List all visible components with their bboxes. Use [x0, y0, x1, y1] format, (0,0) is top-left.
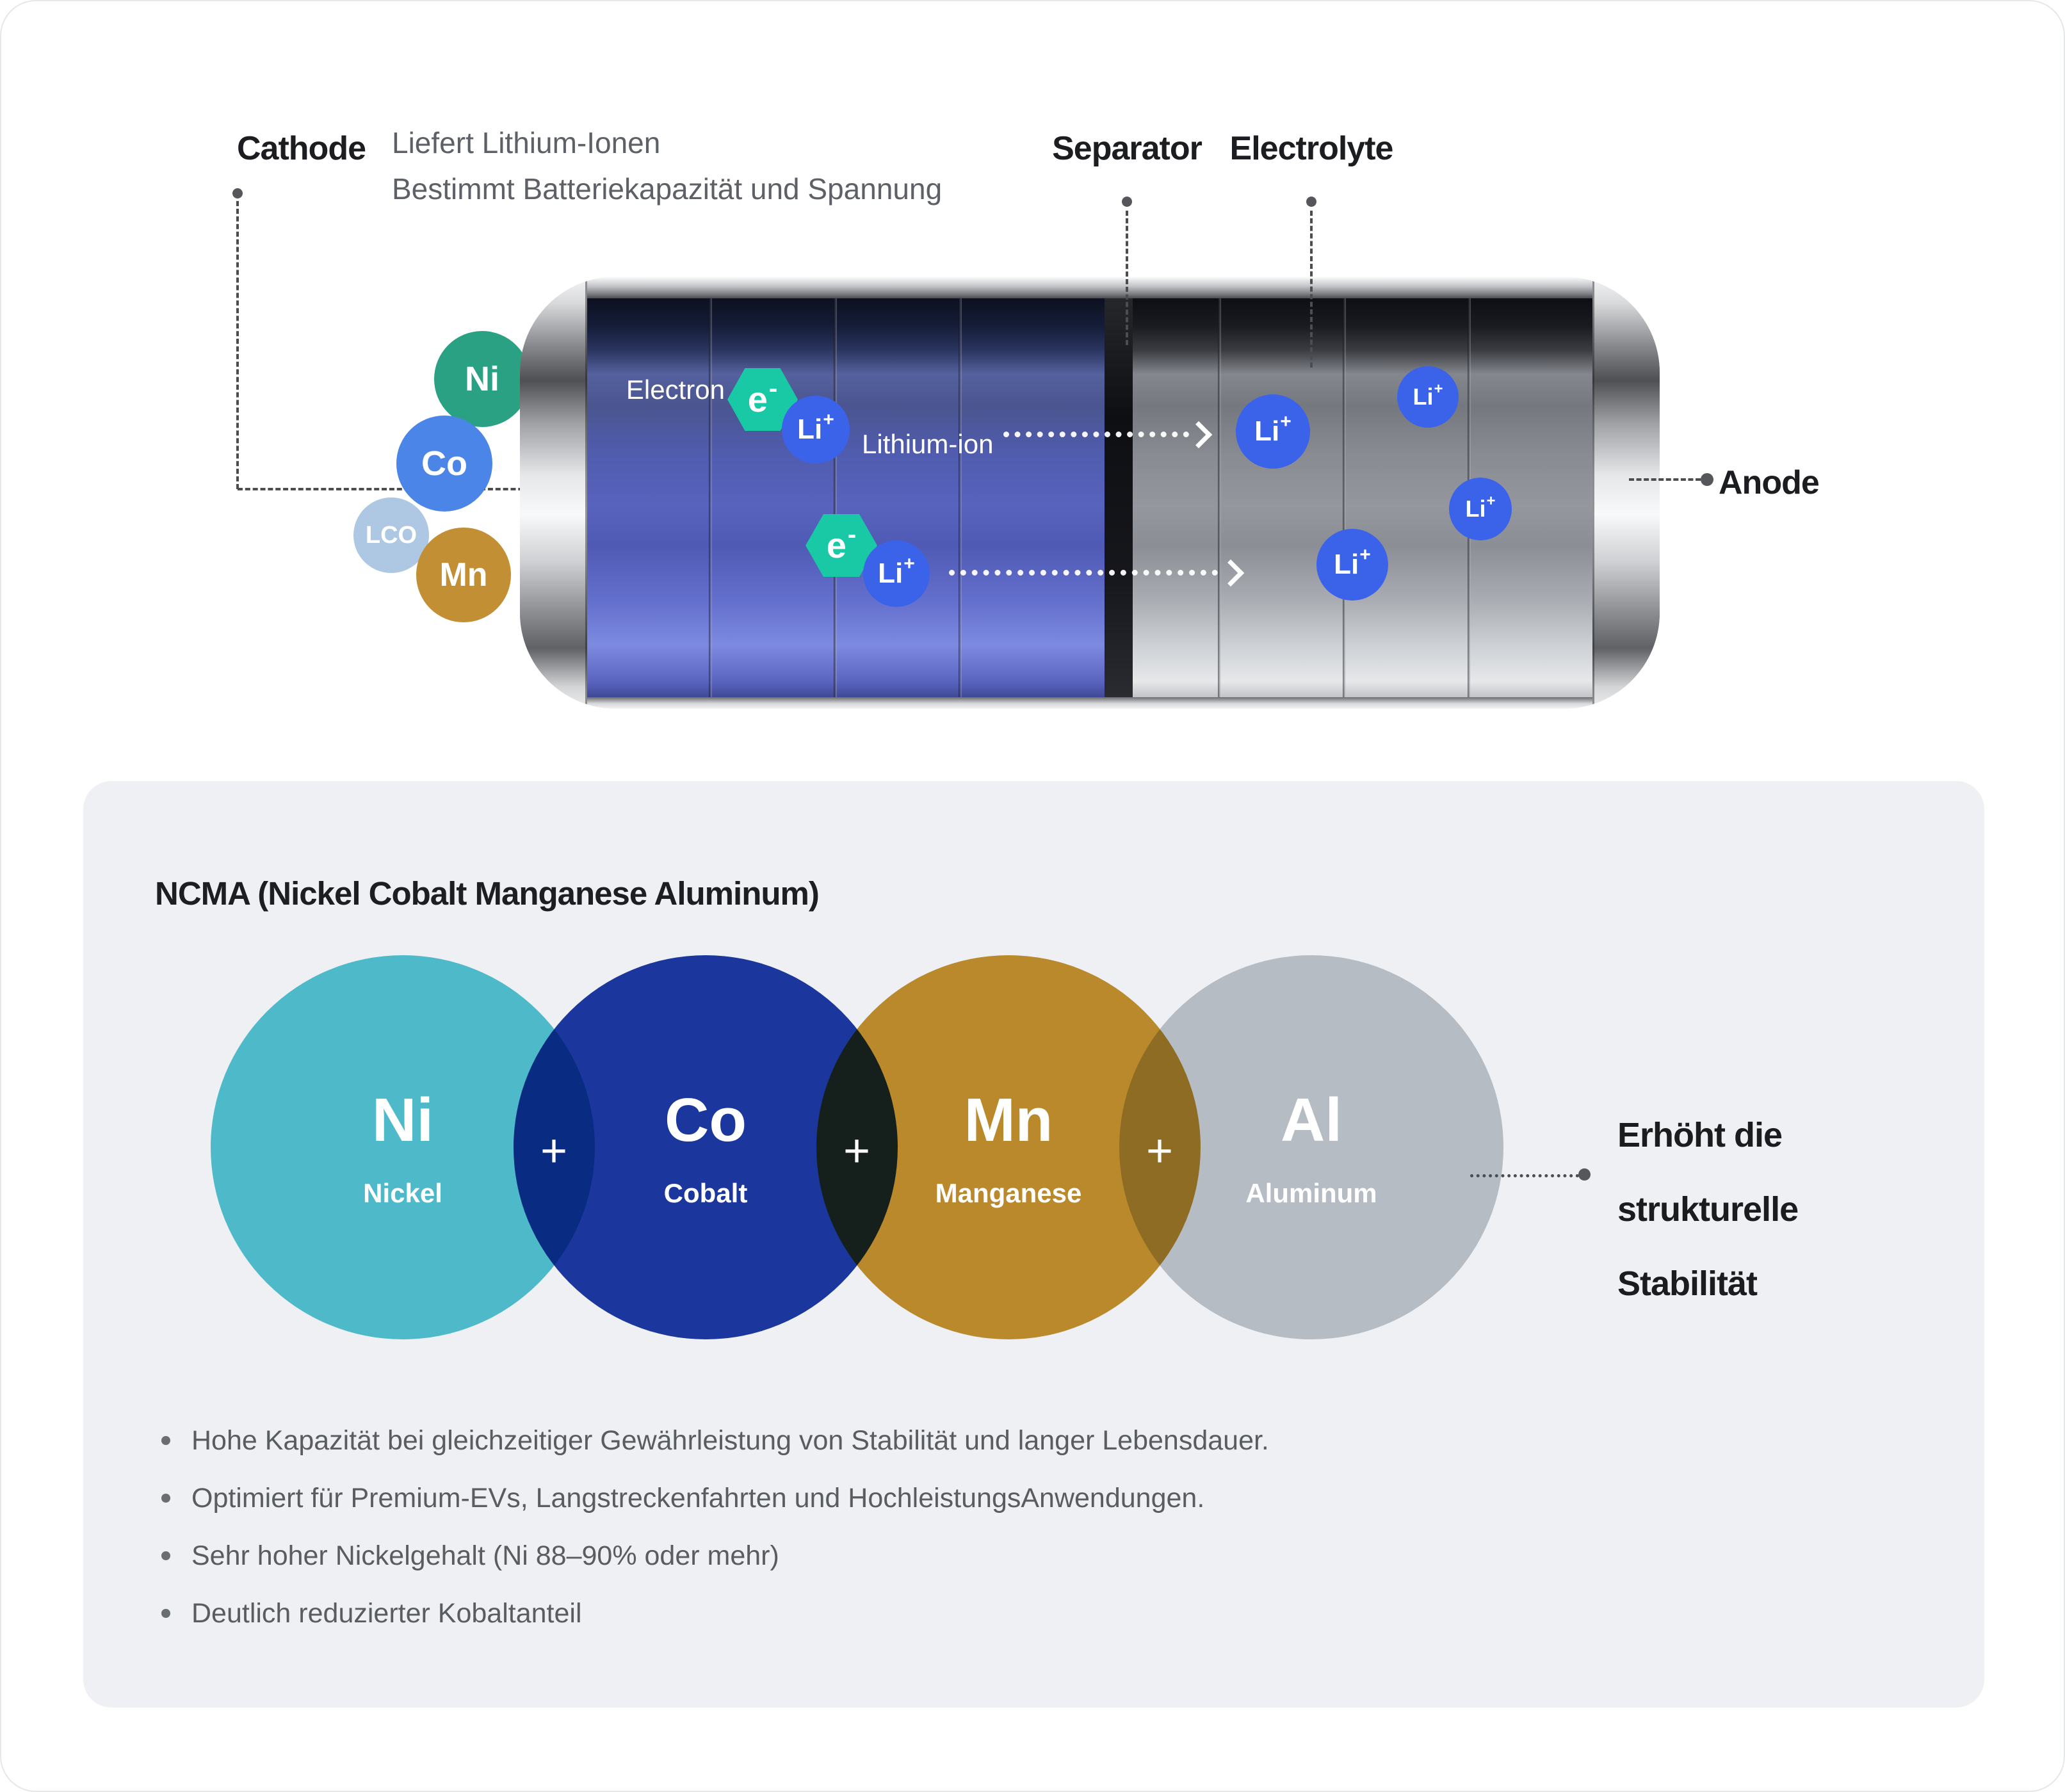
cathode-callout-line-vertical	[236, 201, 239, 489]
lithium-ion-marker: Li+	[1449, 478, 1512, 540]
bullet-text: Hohe Kapazität bei gleichzeitiger Gewähr…	[191, 1425, 1269, 1456]
aluminum-symbol: Al	[1281, 1086, 1342, 1154]
ion-flow-arrow-top	[1003, 432, 1189, 437]
bullet-text: Deutlich reduzierter Kobaltanteil	[191, 1597, 582, 1629]
bullet-dot	[161, 1494, 170, 1503]
bullet-dot	[161, 1436, 170, 1445]
venn-label-cobalt: Co Cobalt	[578, 1090, 834, 1209]
separator-callout-dot	[1122, 197, 1132, 207]
lithium-ion-marker: Li+	[1236, 394, 1310, 469]
ncma-card-title: NCMA (Nickel Cobalt Manganese Aluminum)	[155, 875, 820, 912]
lithium-ion-marker: Li+	[1397, 366, 1459, 428]
battery-cylinder	[520, 277, 1660, 709]
nickel-name: Nickel	[363, 1178, 442, 1208]
separator-callout-line	[1126, 211, 1128, 345]
electrolyte-callout-dot	[1306, 197, 1316, 207]
manganese-name: Manganese	[935, 1178, 1082, 1208]
manganese-symbol: Mn	[964, 1086, 1053, 1154]
anode-wrap-ridge	[1218, 298, 1221, 697]
plus-sign: +	[540, 1126, 568, 1177]
lithium-ion-marker: Li+	[1316, 529, 1388, 601]
chip-nickel: Ni	[434, 331, 530, 427]
annotation-line3: Stabilität	[1617, 1264, 1758, 1303]
chip-cobalt-symbol: Co	[421, 444, 467, 483]
lithium-ion-marker: Li+	[863, 540, 930, 607]
chip-lco-symbol: LCO	[365, 521, 417, 549]
cobalt-symbol: Co	[665, 1086, 747, 1154]
battery-anode-section	[1133, 298, 1592, 697]
electron-symbol: e	[747, 379, 768, 419]
battery-cathode-section	[587, 298, 1105, 697]
ncma-card: NCMA (Nickel Cobalt Manganese Aluminum) …	[83, 781, 1984, 1707]
electrolyte-callout-line	[1310, 211, 1313, 367]
battery-top-rim	[587, 277, 1592, 298]
chip-nickel-symbol: Ni	[465, 360, 499, 398]
electron-charge: -	[768, 375, 778, 403]
battery-cap-right	[1592, 277, 1660, 709]
cathode-desc-line1: Liefert Lithium-Ionen	[392, 126, 661, 159]
annotation-line2: strukturelle	[1617, 1190, 1799, 1229]
aluminum-annotation: Erhöht die strukturelle Stabilität	[1617, 1098, 1799, 1321]
venn-label-manganese: Mn Manganese	[880, 1090, 1137, 1209]
chip-manganese: Mn	[416, 528, 511, 622]
anode-label: Anode	[1719, 464, 1820, 501]
cathode-wrap-ridge	[834, 298, 837, 697]
cathode-label: Cathode	[237, 130, 366, 167]
aluminum-name: Aluminum	[1245, 1178, 1377, 1208]
venn-label-nickel: Ni Nickel	[275, 1090, 531, 1209]
bullet-dot	[161, 1551, 170, 1560]
cathode-wrap-ridge	[959, 298, 962, 697]
cobalt-name: Cobalt	[663, 1178, 748, 1208]
venn-label-aluminum: Al Aluminum	[1183, 1090, 1439, 1209]
plus-sign: +	[843, 1126, 871, 1177]
bullet-dot	[161, 1609, 170, 1618]
chip-manganese-symbol: Mn	[439, 556, 488, 593]
battery-cap-left	[520, 277, 587, 709]
aluminum-annotation-dot	[1578, 1168, 1591, 1181]
anode-wrap-ridge	[1343, 298, 1346, 697]
lithium-ion-marker: Li+	[782, 396, 850, 464]
anode-callout-line	[1629, 478, 1701, 481]
battery-bottom-rim	[587, 697, 1592, 709]
separator-label: Separator	[1052, 130, 1203, 167]
chip-cobalt: Co	[396, 416, 492, 512]
bullet-item: Hohe Kapazität bei gleichzeitiger Gewähr…	[161, 1412, 1269, 1469]
bullet-text: Sehr hoher Nickelgehalt (Ni 88–90% oder …	[191, 1540, 779, 1571]
electron-label: Electron	[626, 375, 725, 405]
lithium-ion-label: Lithium-ion	[862, 429, 994, 459]
electrolyte-label: Electrolyte	[1229, 130, 1394, 167]
anode-callout-dot	[1701, 473, 1713, 486]
bullet-item: Sehr hoher Nickelgehalt (Ni 88–90% oder …	[161, 1527, 1269, 1585]
chip-lco: LCO	[353, 497, 429, 573]
bullet-item: Deutlich reduzierter Kobaltanteil	[161, 1585, 1269, 1642]
ion-flow-arrow-bottom	[949, 570, 1218, 576]
cathode-callout-dot	[232, 188, 243, 198]
nickel-symbol: Ni	[372, 1086, 433, 1154]
battery-separator-band	[1105, 298, 1133, 697]
venn-circle-aluminum	[1119, 955, 1503, 1339]
cathode-desc-line2: Bestimmt Batteriekapazität und Spannung	[392, 172, 943, 206]
ncma-bullet-list: Hohe Kapazität bei gleichzeitiger Gewähr…	[161, 1412, 1269, 1642]
bullet-item: Optimiert für Premium-EVs, Langstreckenf…	[161, 1469, 1269, 1527]
cathode-wrap-ridge	[709, 298, 712, 697]
plus-sign: +	[1146, 1126, 1174, 1177]
annotation-line1: Erhöht die	[1617, 1116, 1783, 1154]
aluminum-annotation-line	[1470, 1174, 1579, 1177]
cathode-callout-line-horizontal	[238, 488, 539, 490]
bullet-text: Optimiert für Premium-EVs, Langstreckenf…	[191, 1482, 1205, 1514]
